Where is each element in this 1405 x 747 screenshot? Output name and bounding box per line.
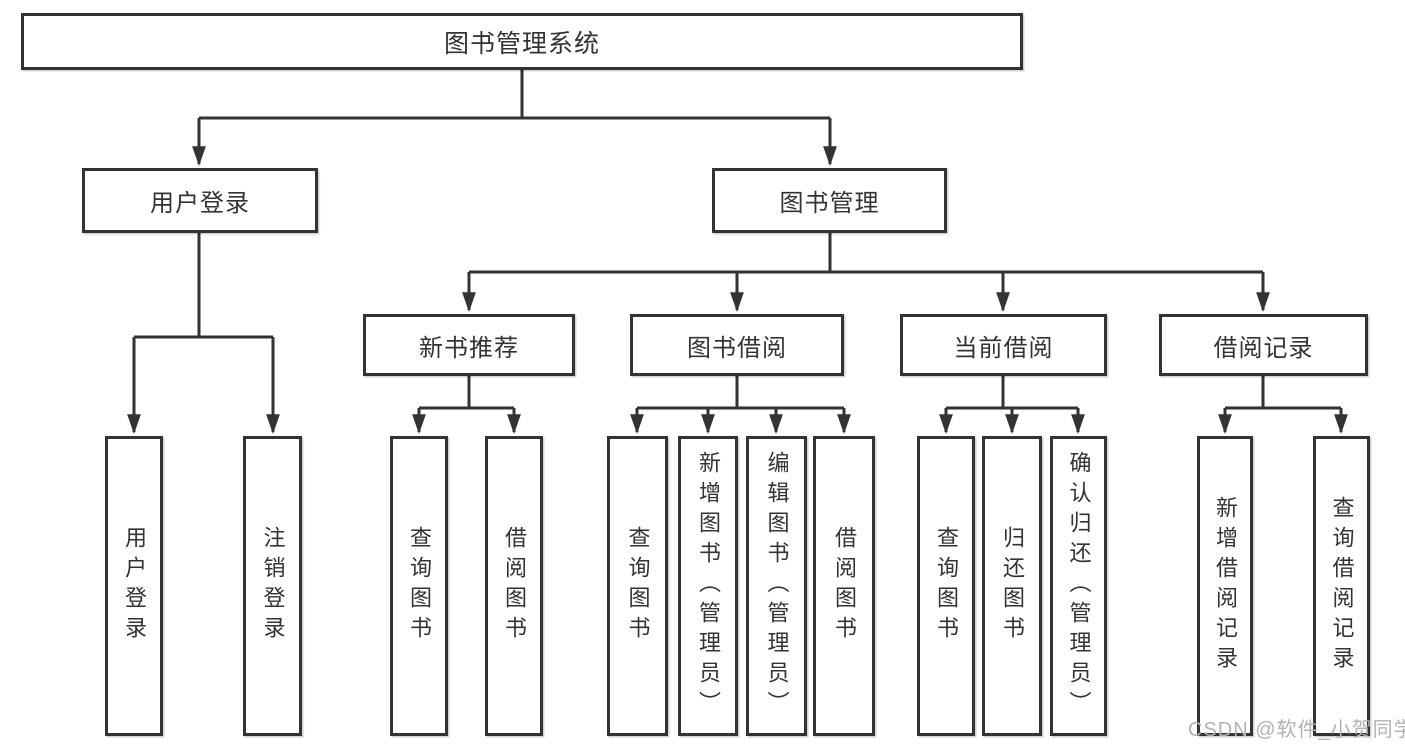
leaf-borrow-query-books: 查询图书 <box>607 436 668 736</box>
leaf-current-query-books: 查询图书 <box>917 436 975 736</box>
connector-root-to-level2 <box>192 70 837 166</box>
node-book-management: 图书管理 <box>712 168 947 233</box>
leaf-newrec-query-books-label: 查询图书 <box>407 526 432 646</box>
leaf-borrow-borrow-books-label: 借阅图书 <box>832 526 857 646</box>
leaf-current-query-books-label: 查询图书 <box>934 526 959 646</box>
leaf-borrow-query-books-label: 查询图书 <box>625 526 651 646</box>
leaf-user-login-label: 用户登录 <box>122 526 147 646</box>
node-book-borrowing: 图书借阅 <box>630 314 844 376</box>
leaf-record-add-borrow-record: 新增借阅记录 <box>1197 436 1253 736</box>
node-user-login: 用户登录 <box>82 168 318 233</box>
leaf-current-return-books: 归还图书 <box>982 436 1042 736</box>
connector-book-mgmt-children <box>462 233 1270 312</box>
connector-new-rec-children <box>412 376 521 434</box>
leaf-logout-label: 注销登录 <box>260 526 286 646</box>
node-borrowing-records: 借阅记录 <box>1159 314 1368 376</box>
leaf-borrow-add-books-admin-label: 新增图书（管理员） <box>696 451 721 721</box>
leaf-current-return-books-label: 归还图书 <box>1000 526 1025 646</box>
leaf-user-login: 用户登录 <box>105 436 163 736</box>
leaf-newrec-borrow-books: 借阅图书 <box>485 436 543 736</box>
connector-user-login-children <box>127 233 280 434</box>
connector-current-children <box>939 376 1085 434</box>
leaf-current-confirm-return-admin: 确认归还（管理员） <box>1050 436 1107 736</box>
leaf-newrec-query-books: 查询图书 <box>390 436 448 736</box>
node-root: 图书管理系统 <box>21 13 1023 70</box>
node-current-borrowing: 当前借阅 <box>900 314 1107 376</box>
leaf-borrow-edit-books-admin-label: 编辑图书（管理员） <box>764 451 790 721</box>
leaf-borrow-edit-books-admin: 编辑图书（管理员） <box>746 436 807 736</box>
node-current-borrowing-label: 当前借阅 <box>953 334 1054 362</box>
leaf-newrec-borrow-books-label: 借阅图书 <box>502 526 527 646</box>
leaf-record-query-borrow-record-label: 查询借阅记录 <box>1329 496 1355 676</box>
connector-record-children <box>1218 376 1348 434</box>
leaf-borrow-add-books-admin: 新增图书（管理员） <box>678 436 738 736</box>
node-new-book-recommendation: 新书推荐 <box>363 314 575 376</box>
leaf-logout: 注销登录 <box>243 436 302 736</box>
node-root-label: 图书管理系统 <box>443 29 600 58</box>
node-new-book-recommendation-label: 新书推荐 <box>419 334 519 362</box>
node-user-login-label: 用户登录 <box>150 190 250 217</box>
leaf-current-confirm-return-admin-label: 确认归还（管理员） <box>1066 451 1092 721</box>
node-borrowing-records-label: 借阅记录 <box>1213 334 1314 362</box>
leaf-borrow-borrow-books: 借阅图书 <box>813 436 875 736</box>
connector-borrow-children <box>630 376 851 434</box>
leaf-record-query-borrow-record: 查询借阅记录 <box>1313 436 1370 736</box>
node-book-management-label: 图书管理 <box>779 190 880 217</box>
node-book-borrowing-label: 图书借阅 <box>687 334 787 362</box>
csdn-watermark: CSDN @软件_小贺同学 <box>1188 719 1405 741</box>
leaf-record-add-borrow-record-label: 新增借阅记录 <box>1213 496 1238 676</box>
